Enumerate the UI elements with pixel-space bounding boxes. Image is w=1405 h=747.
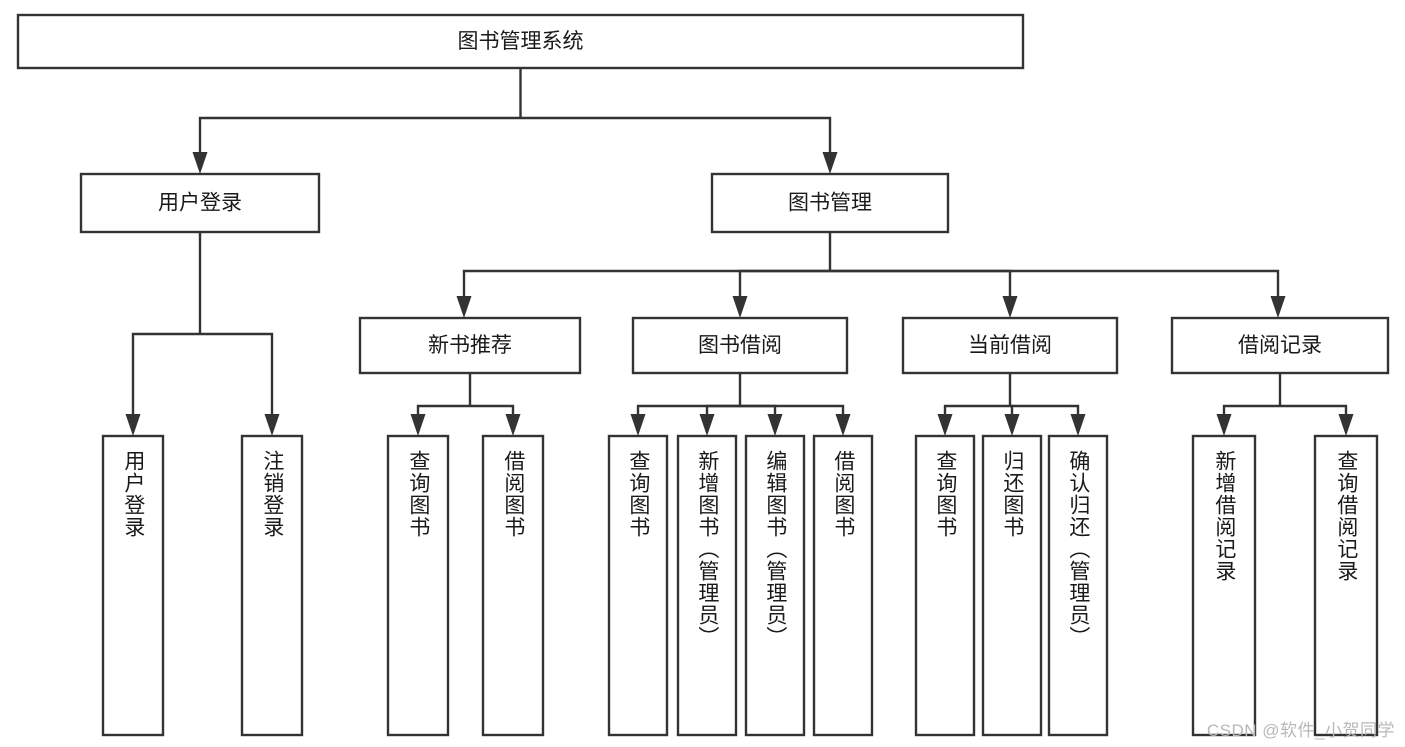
arrow-head-icon bbox=[1270, 296, 1286, 318]
arrow-head-icon bbox=[822, 152, 838, 174]
node-leaf-归还图书-9[interactable] bbox=[981, 434, 1043, 737]
connector-图书借阅-to-新增图书管理员 bbox=[699, 404, 740, 436]
arrow-head-icon bbox=[192, 152, 208, 174]
arrow-head-icon bbox=[125, 414, 141, 436]
node-leaf-借阅图书-3[interactable] bbox=[481, 434, 545, 737]
arrow-head-icon bbox=[1216, 414, 1232, 436]
node-level2-新书推荐-0[interactable] bbox=[358, 316, 582, 375]
node-level1-图书管理-1[interactable] bbox=[710, 172, 950, 234]
node-leaf-确认归还管理员-10[interactable] bbox=[1047, 434, 1109, 737]
node-leaf-查询图书-2[interactable] bbox=[386, 434, 450, 737]
arrow-head-icon bbox=[1070, 414, 1086, 436]
connector-图书借阅-to-查询图书 bbox=[630, 404, 740, 436]
connector-当前借阅-to-确认归还管理员 bbox=[1010, 404, 1086, 436]
arrow-head-icon bbox=[410, 414, 426, 436]
node-label-图书借阅: 图书借阅 bbox=[698, 334, 782, 357]
connector-图书借阅-to-编辑图书管理员 bbox=[740, 404, 783, 436]
connector-layer bbox=[125, 68, 1354, 436]
arrow-head-icon bbox=[767, 414, 783, 436]
arrow-head-icon bbox=[937, 414, 953, 436]
connector-借阅记录-to-新增借阅记录 bbox=[1216, 404, 1278, 436]
node-leaf-注销登录-1[interactable] bbox=[240, 434, 304, 737]
connector-用户登录-to-注销登录 bbox=[200, 332, 280, 436]
node-leaf-编辑图书管理员-6[interactable] bbox=[744, 434, 806, 737]
connector-借阅记录-to-查询借阅记录 bbox=[1278, 404, 1354, 436]
watermark-text: CSDN @软件_小贺同学 bbox=[1206, 721, 1395, 740]
node-label-图书管理系统: 图书管理系统 bbox=[458, 30, 584, 53]
node-level2-图书借阅-1[interactable] bbox=[631, 316, 849, 375]
node-label-用户登录: 用户登录 bbox=[158, 192, 242, 215]
arrow-head-icon bbox=[630, 414, 646, 436]
node-level2-当前借阅-2[interactable] bbox=[901, 316, 1119, 375]
connector-新书推荐-to-查询图书 bbox=[410, 404, 470, 436]
arrow-head-icon bbox=[264, 414, 280, 436]
node-level1-用户登录-0[interactable] bbox=[79, 172, 321, 234]
node-label-新书推荐: 新书推荐 bbox=[428, 334, 512, 357]
arrow-head-icon bbox=[456, 296, 472, 318]
arrow-head-icon bbox=[699, 414, 715, 436]
node-leaf-查询借阅记录-12[interactable] bbox=[1313, 434, 1379, 737]
arrow-head-icon bbox=[732, 296, 748, 318]
node-label-借阅记录: 借阅记录 bbox=[1238, 334, 1322, 357]
connector-图书借阅-to-借阅图书 bbox=[740, 404, 851, 436]
node-root-图书管理系统-0[interactable] bbox=[16, 13, 1025, 70]
arrow-head-icon bbox=[1004, 414, 1020, 436]
arrow-head-icon bbox=[1338, 414, 1354, 436]
arrow-head-icon bbox=[1002, 296, 1018, 318]
node-leaf-新增借阅记录-11[interactable] bbox=[1191, 434, 1257, 737]
connector-当前借阅-to-查询图书 bbox=[937, 404, 1010, 436]
node-level2-借阅记录-3[interactable] bbox=[1170, 316, 1390, 375]
connector-图书管理系统-to-用户登录 bbox=[192, 116, 520, 174]
node-leaf-用户登录-0[interactable] bbox=[101, 434, 165, 737]
node-leaf-新增图书管理员-5[interactable] bbox=[676, 434, 738, 737]
node-leaf-查询图书-8[interactable] bbox=[914, 434, 976, 737]
node-box-layer bbox=[16, 13, 1390, 737]
connector-图书管理-to-图书借阅 bbox=[732, 269, 830, 318]
node-leaf-借阅图书-7[interactable] bbox=[812, 434, 874, 737]
node-label-图书管理: 图书管理 bbox=[788, 192, 872, 215]
node-label-当前借阅: 当前借阅 bbox=[968, 334, 1052, 357]
connector-图书管理-to-当前借阅 bbox=[830, 269, 1018, 318]
arrow-head-icon bbox=[835, 414, 851, 436]
arrow-head-icon bbox=[505, 414, 521, 436]
connector-用户登录-to-用户登录 bbox=[125, 332, 200, 436]
connector-图书管理系统-to-图书管理 bbox=[520, 116, 838, 174]
connector-图书管理-to-借阅记录 bbox=[830, 269, 1286, 318]
connector-新书推荐-to-借阅图书 bbox=[470, 404, 521, 436]
node-leaf-查询图书-4[interactable] bbox=[607, 434, 669, 737]
connector-当前借阅-to-归还图书 bbox=[1004, 404, 1020, 436]
connector-图书管理-to-新书推荐 bbox=[456, 269, 830, 318]
